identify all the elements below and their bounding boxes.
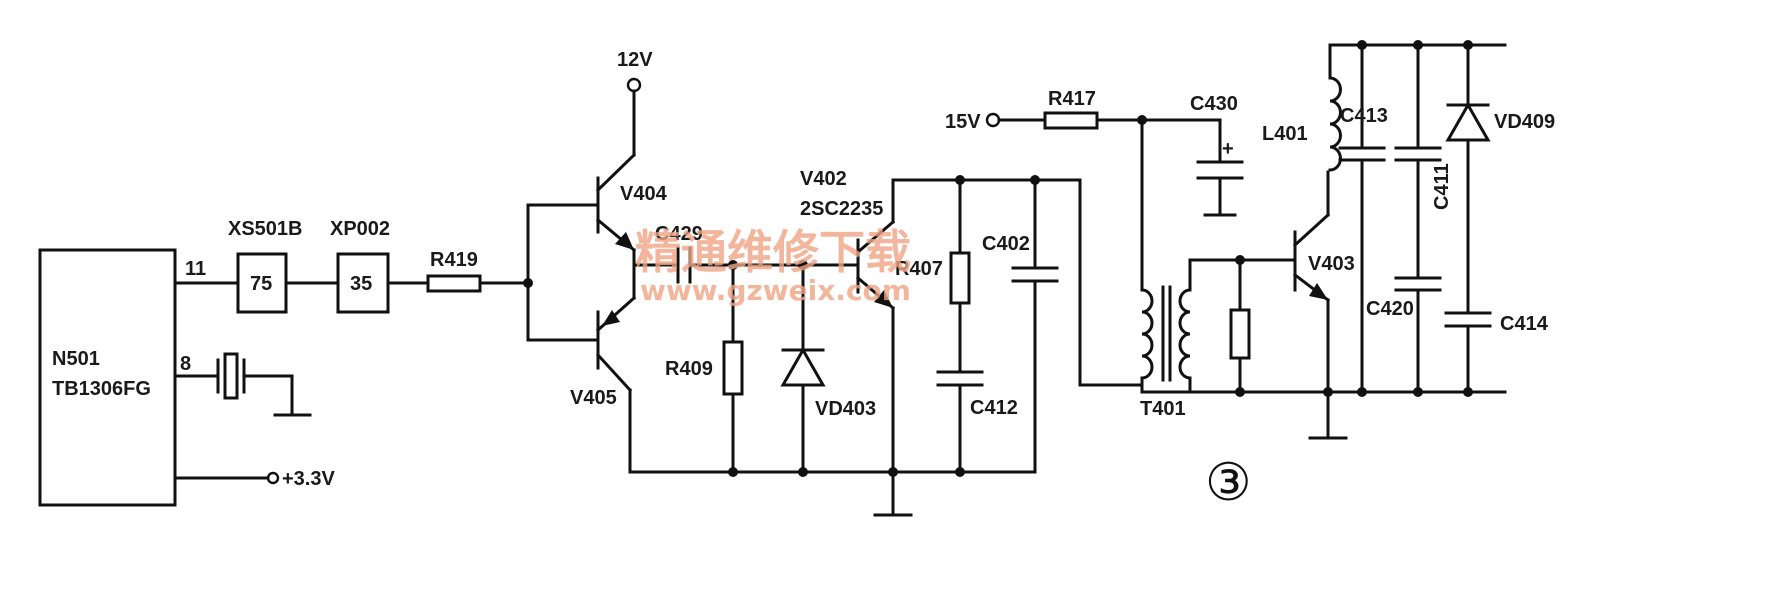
diode-vd403-label: VD403 [815,398,876,420]
connector-xp002-label: XP002 [330,218,390,240]
pin-11-label: 11 [185,258,206,280]
supply-12v-label: 12V [617,49,653,71]
transistor-v404-label: V404 [620,183,668,205]
figure-number: ③ [1205,453,1252,513]
connector-xs501b-label: XS501B [228,218,303,240]
capacitor-c402-label: C402 [982,233,1030,255]
watermark-chinese: 精通维修下载 [635,225,911,279]
transformer-t401-label: T401 [1140,398,1186,420]
capacitor-c414-label: C414 [1500,313,1549,335]
diode-vd409-label: VD409 [1494,111,1555,133]
supply-15v-label: 15V [945,111,981,133]
capacitor-c420-label: C420 [1366,298,1414,320]
capacitor-c412-label: C412 [970,397,1018,419]
resistor-r407 [949,251,971,305]
resistor-r409-label: R409 [665,358,713,380]
capacitor-c430-label: C430 [1190,93,1238,115]
watermark-url: www.gzweix.com [640,274,911,307]
transistor-v402-label: V402 [800,168,847,190]
resistor-r409 [722,340,744,396]
capacitor-c430-plus: + [1222,138,1234,160]
resistor-r419 [426,274,482,293]
inductor-l401-label: L401 [1262,123,1308,145]
capacitor-c429-label: C429 [655,223,703,245]
ic-part-number: TB1306FG [52,378,151,400]
transistor-v402 [855,219,896,311]
transistor-v402-part: 2SC2235 [800,198,883,220]
connector-xs501b-pin: 75 [250,273,272,295]
resistor-r417-label: R417 [1048,88,1096,110]
supply-3v3-label: +3.3V [282,468,335,490]
transistor-v405-label: V405 [570,387,617,409]
resistor-r419-label: R419 [430,249,478,271]
transistor-v403-label: V403 [1308,253,1355,275]
connector-xp002-pin: 35 [350,273,372,295]
pin-8-label: 8 [180,353,191,375]
transistor-v405 [595,295,637,393]
resistor-r417 [1043,111,1099,130]
ic-n501-label: N501 [52,348,100,370]
capacitor-c411-label: C411 [1431,163,1453,210]
transistor-v404 [595,152,637,253]
resistor-r407-label: R407 [895,258,943,280]
capacitor-c413-label: C413 [1340,105,1388,127]
transistor-v403 [1292,212,1331,303]
